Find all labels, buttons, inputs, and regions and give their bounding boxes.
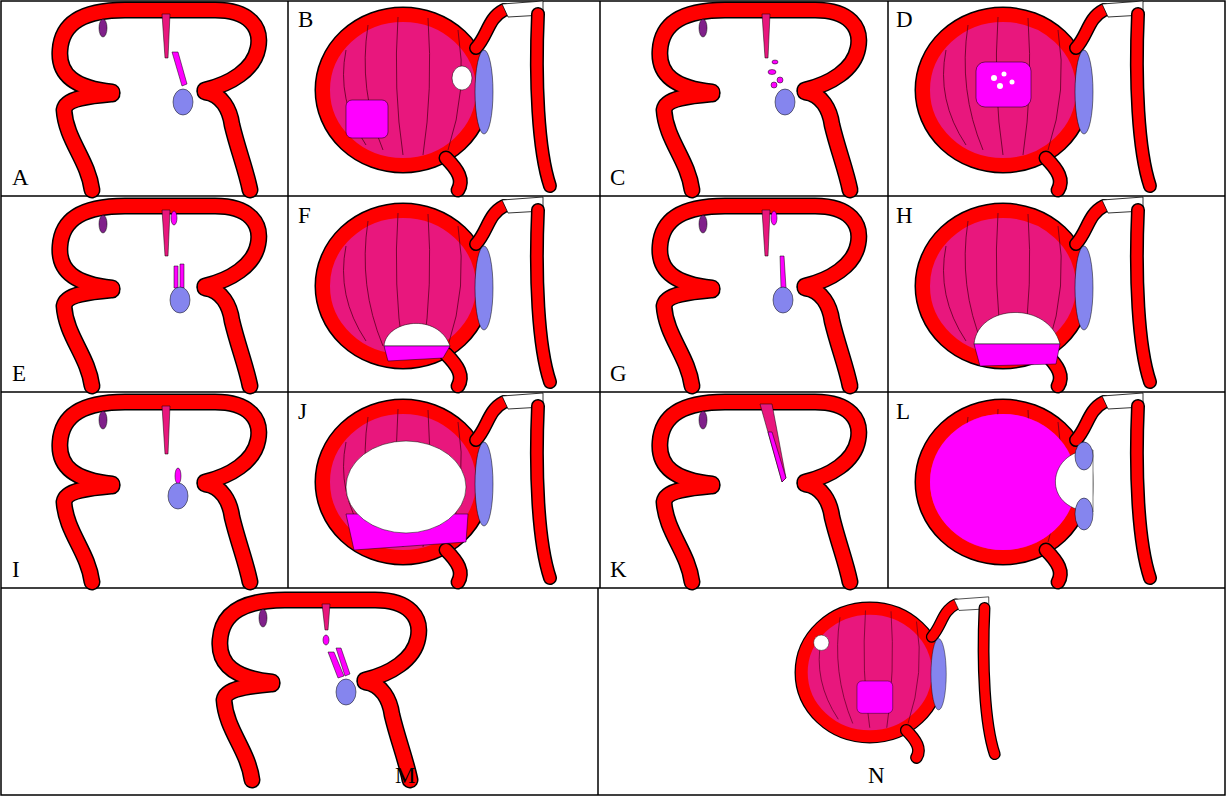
cross-section (60, 402, 259, 582)
lateral-view (802, 597, 995, 758)
panel-letter: D (896, 8, 913, 31)
panel-letter: G (610, 362, 627, 385)
cross-section (60, 206, 259, 386)
panel-letter: K (610, 558, 627, 581)
panel-letter: L (896, 400, 910, 423)
cross-section (660, 402, 859, 582)
panel-letter: C (610, 166, 625, 189)
panel-letter: J (298, 400, 307, 423)
panel-letter: F (298, 204, 311, 227)
cross-section (660, 10, 859, 190)
cross-section (60, 10, 259, 190)
lateral-view (923, 1, 1150, 190)
cross-section (220, 600, 419, 780)
lateral-view (323, 393, 550, 582)
panel-letter: I (12, 558, 20, 581)
lateral-view (923, 393, 1150, 582)
panel-letter: M (395, 764, 415, 787)
panel-letter: H (896, 204, 913, 227)
lateral-view (323, 1, 550, 190)
panel-letter: B (298, 8, 313, 31)
lateral-view (923, 197, 1150, 386)
panel-letter: A (12, 166, 29, 189)
lateral-view (323, 197, 550, 386)
panel-letter: N (868, 764, 885, 787)
cross-section (660, 206, 859, 386)
panel-letter: E (12, 362, 26, 385)
